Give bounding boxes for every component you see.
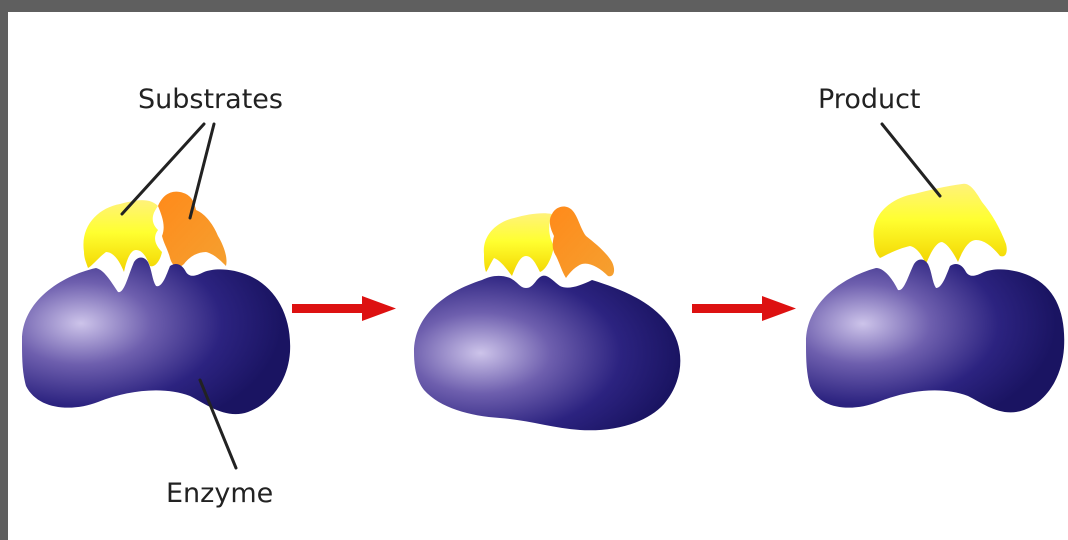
enzyme-label: Enzyme [166,478,273,509]
complex-enzyme-body [414,276,680,431]
arrow-1 [292,296,396,321]
complex-yellow [484,213,554,276]
stage-3 [806,184,1064,413]
substrates-label: Substrates [138,84,283,115]
stage-1 [22,192,290,415]
arrow-2 [692,296,796,321]
substrate-orange [158,192,227,267]
substrate-yellow [83,200,162,272]
product-label: Product [818,84,921,115]
product-enzyme-body [806,260,1064,413]
enzyme-body [22,258,290,415]
substrates-leader-right [190,124,214,218]
stage-2 [414,207,680,431]
complex-orange [550,207,614,278]
product-leader [882,124,940,196]
